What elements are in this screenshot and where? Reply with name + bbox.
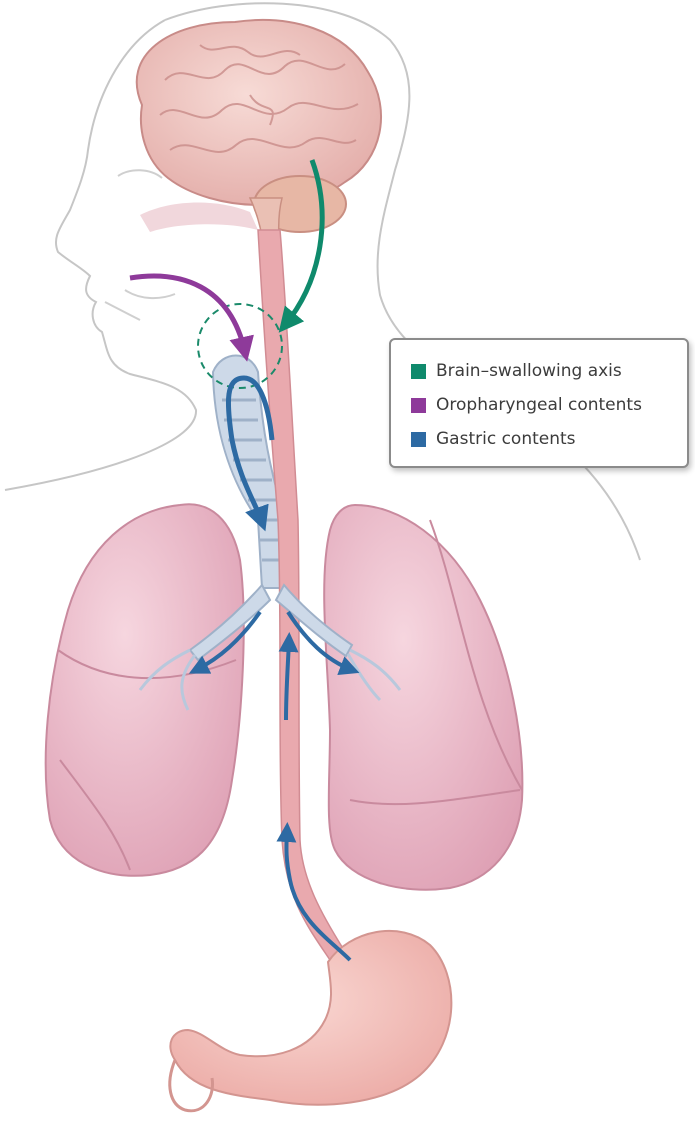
legend-swatch-blue: [411, 432, 426, 447]
legend: Brain–swallowing axis Oropharyngeal cont…: [389, 338, 689, 468]
left-lung: [46, 504, 244, 876]
legend-swatch-purple: [411, 398, 426, 413]
legend-label: Oropharyngeal contents: [436, 395, 642, 415]
legend-label: Brain–swallowing axis: [436, 361, 622, 381]
oropharyngeal-arrow: [130, 276, 245, 352]
legend-swatch-green: [411, 364, 426, 379]
nasal-passage: [140, 203, 258, 232]
legend-item-brain-swallowing: Brain–swallowing axis: [411, 354, 677, 388]
face-detail: [105, 170, 175, 320]
legend-label: Gastric contents: [436, 429, 576, 449]
legend-item-gastric: Gastric contents: [411, 422, 677, 456]
right-lung: [324, 505, 522, 890]
legend-item-oropharyngeal: Oropharyngeal contents: [411, 388, 677, 422]
brain: [137, 20, 381, 206]
